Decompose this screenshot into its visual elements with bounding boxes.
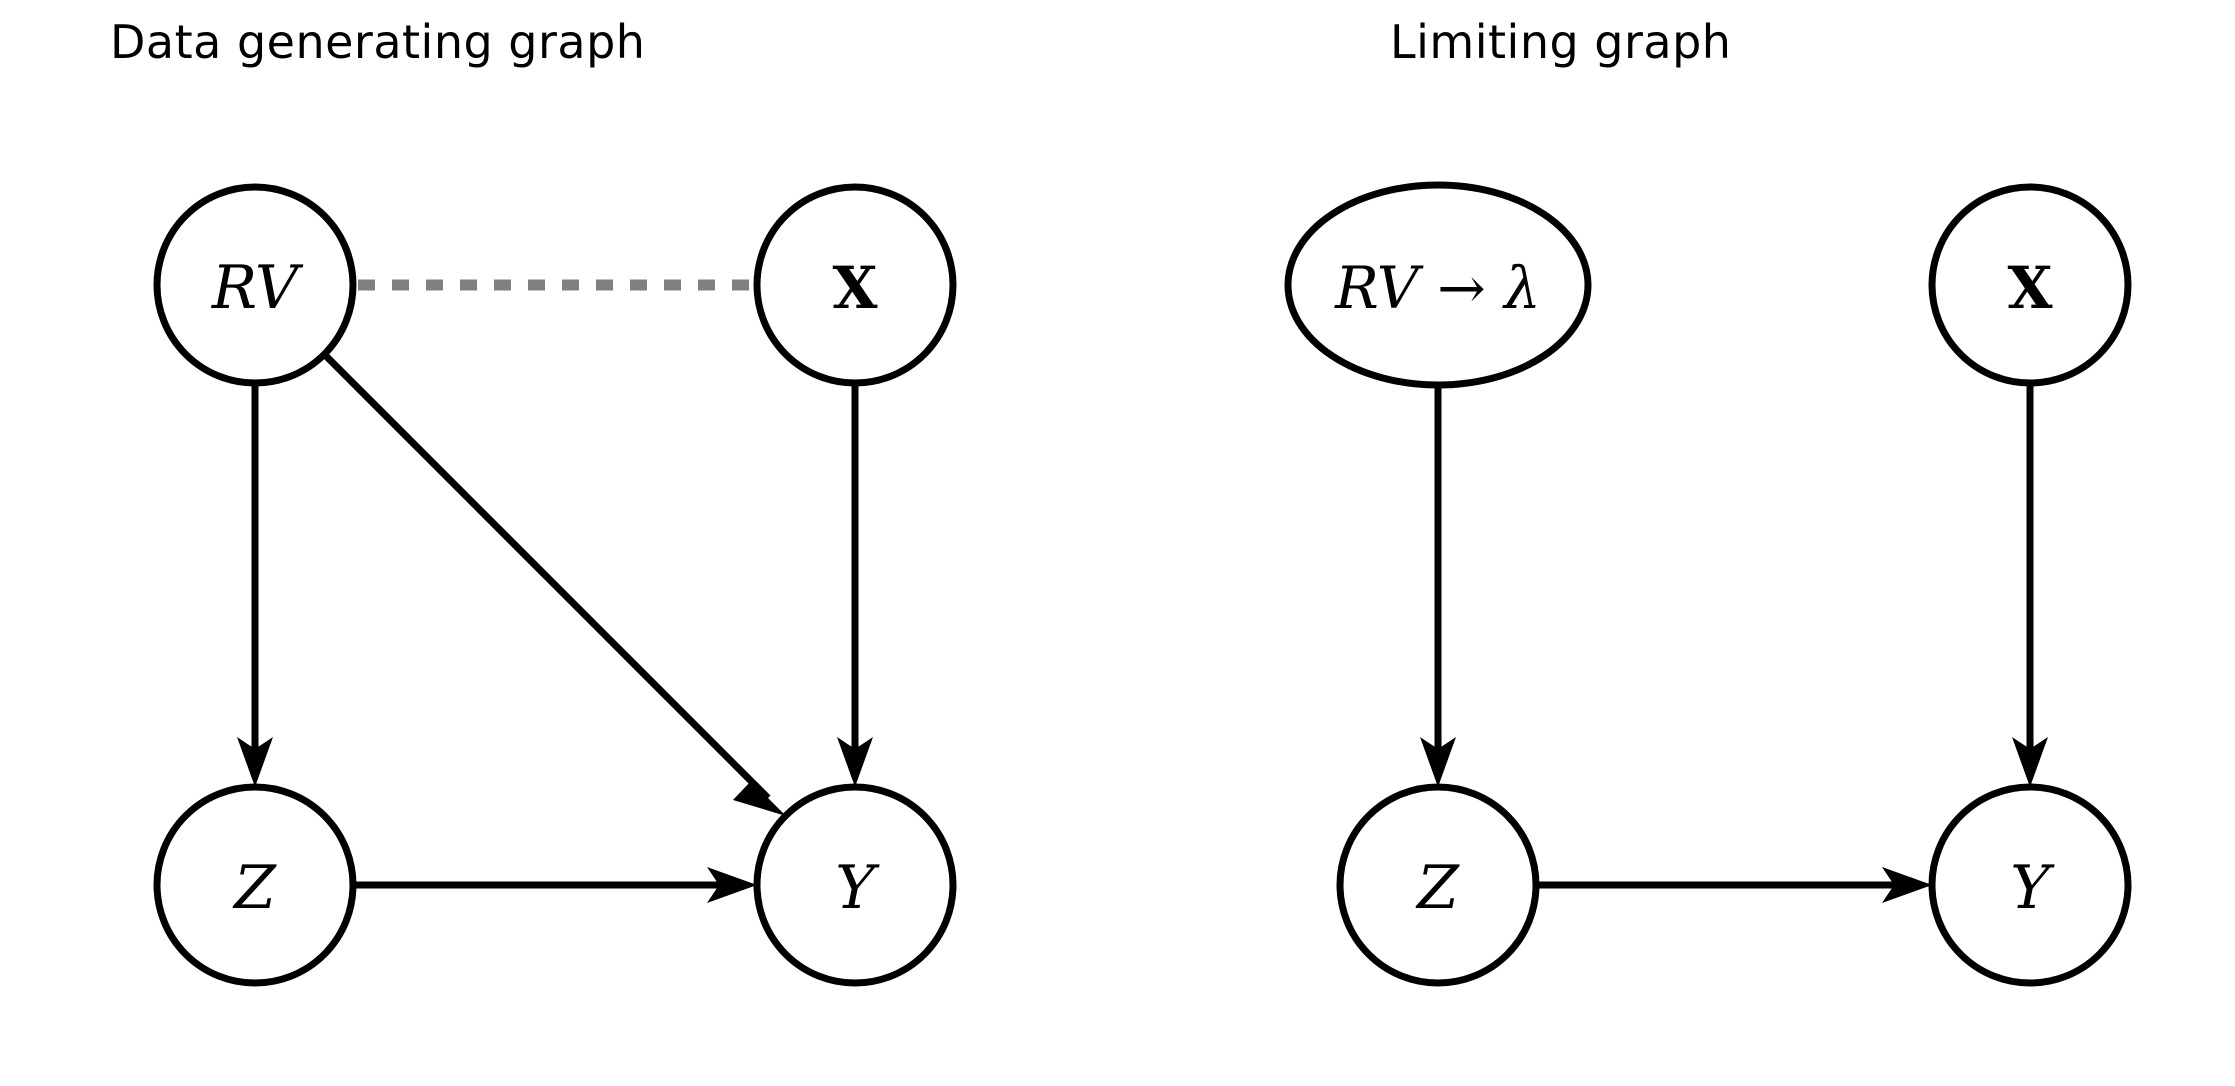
node-x-label: X bbox=[832, 254, 877, 322]
edge-rvlambda-to-z bbox=[1420, 385, 1456, 787]
node-rv-label: RV bbox=[211, 253, 304, 323]
edge-rv-to-z bbox=[237, 383, 273, 787]
edge-group-left bbox=[237, 279, 873, 903]
node-y2-circle[interactable] bbox=[1928, 783, 2132, 987]
arrowhead-rv-to-y bbox=[733, 767, 786, 816]
node-z[interactable]: Z bbox=[153, 783, 357, 987]
node-rv-lambda[interactable]: RV → λ bbox=[1284, 181, 1592, 389]
panel-title-limiting-graph: Limiting graph bbox=[1390, 15, 1731, 69]
node-y[interactable]: Y bbox=[753, 783, 957, 987]
panel-limiting-graph: Limiting graph bbox=[1284, 15, 2132, 987]
node-x-circle[interactable] bbox=[753, 183, 957, 387]
arrowhead-rv-to-z bbox=[237, 737, 273, 787]
node-y-label: Y bbox=[835, 853, 880, 923]
node-x2-label: X bbox=[2007, 254, 2052, 322]
arrowhead-x2-to-y2 bbox=[2012, 737, 2048, 787]
node-z-label: Z bbox=[232, 853, 277, 923]
arrowhead-x-to-y bbox=[837, 737, 873, 787]
arrowhead-z-to-y bbox=[707, 867, 757, 903]
arrowhead-rvlambda-to-z bbox=[1420, 737, 1456, 787]
node-x2[interactable]: X bbox=[1928, 183, 2132, 387]
panel-title-data-generating-graph: Data generating graph bbox=[110, 15, 645, 69]
node-z2[interactable]: Z bbox=[1336, 783, 1540, 987]
node-rv-lambda-label: RV → λ bbox=[1334, 254, 1541, 322]
node-y2[interactable]: Y bbox=[1928, 783, 2132, 987]
node-rv-circle[interactable] bbox=[153, 183, 357, 387]
edge-z-to-y bbox=[353, 867, 757, 903]
node-y2-label: Y bbox=[2010, 853, 2055, 923]
edge-x-to-y bbox=[837, 383, 873, 787]
node-rv-lambda-ellipse[interactable] bbox=[1284, 181, 1592, 389]
node-z-circle[interactable] bbox=[153, 783, 357, 987]
node-z2-label: Z bbox=[1415, 853, 1460, 923]
node-rv[interactable]: RV bbox=[153, 183, 357, 387]
edge-rv-to-y bbox=[321, 351, 786, 816]
panel-data-generating-graph: Data generating graph bbox=[110, 15, 957, 987]
node-z2-circle[interactable] bbox=[1336, 783, 1540, 987]
edge-z2-to-y2 bbox=[1536, 867, 1932, 903]
arrowhead-z2-to-y2 bbox=[1882, 867, 1932, 903]
node-x2-circle[interactable] bbox=[1928, 183, 2132, 387]
edge-x2-to-y2 bbox=[2012, 383, 2048, 787]
node-x[interactable]: X bbox=[753, 183, 957, 387]
edge-group-right bbox=[1420, 383, 2048, 903]
node-y-circle[interactable] bbox=[753, 783, 957, 987]
